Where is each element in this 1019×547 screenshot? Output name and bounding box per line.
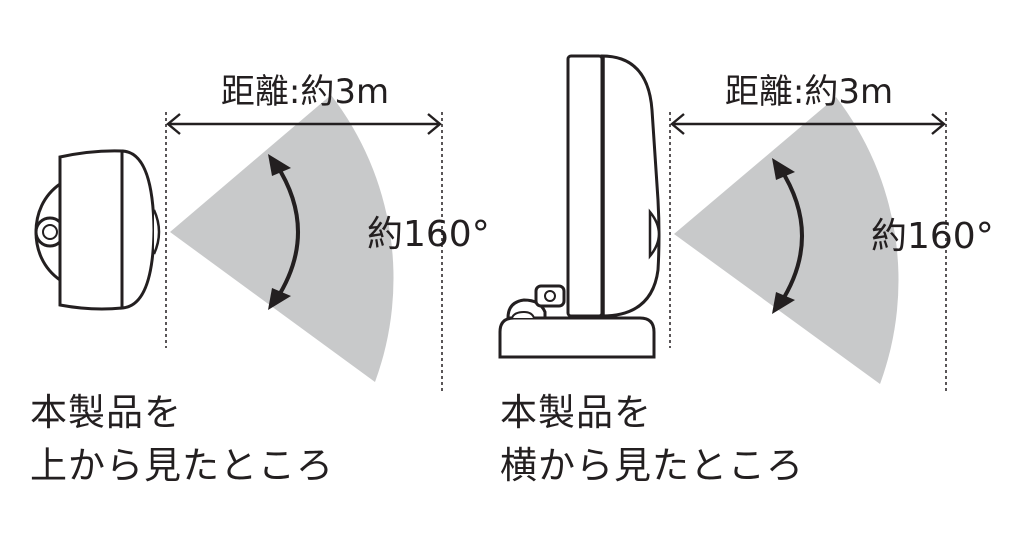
curved-arrow-icon bbox=[778, 166, 804, 306]
angle-label-side: 約160° bbox=[871, 216, 994, 257]
detection-sector-top bbox=[170, 95, 394, 382]
side-view-panel: 距離:約3m 約160° 本製品を 横から見たところ bbox=[498, 54, 994, 487]
angle-label-top: 約160° bbox=[367, 214, 490, 255]
distance-label-top: 距離:約3m bbox=[221, 72, 389, 112]
double-arrow-icon bbox=[166, 113, 442, 135]
device-side-view-icon bbox=[498, 54, 661, 359]
detection-sector-side bbox=[674, 97, 899, 384]
caption-line2-top: 上から見たところ bbox=[30, 444, 334, 487]
caption-line1-top: 本製品を bbox=[30, 391, 182, 434]
caption-line2-side: 横から見たところ bbox=[500, 444, 804, 487]
curved-arrow-head-bottom-side bbox=[772, 292, 795, 314]
distance-label-side: 距離:約3m bbox=[725, 72, 893, 112]
caption-line1-side: 本製品を bbox=[500, 391, 652, 434]
curved-arrow-head-bottom bbox=[268, 288, 291, 310]
curved-arrow-icon bbox=[274, 162, 300, 302]
double-arrow-icon bbox=[670, 113, 946, 135]
curved-arrow-head-top-side bbox=[772, 158, 795, 180]
curved-arrow-head-top bbox=[268, 154, 291, 176]
device-top-view-icon bbox=[34, 149, 161, 311]
top-view-panel: 距離:約3m 約160° 本製品を 上から見たところ bbox=[30, 72, 490, 487]
